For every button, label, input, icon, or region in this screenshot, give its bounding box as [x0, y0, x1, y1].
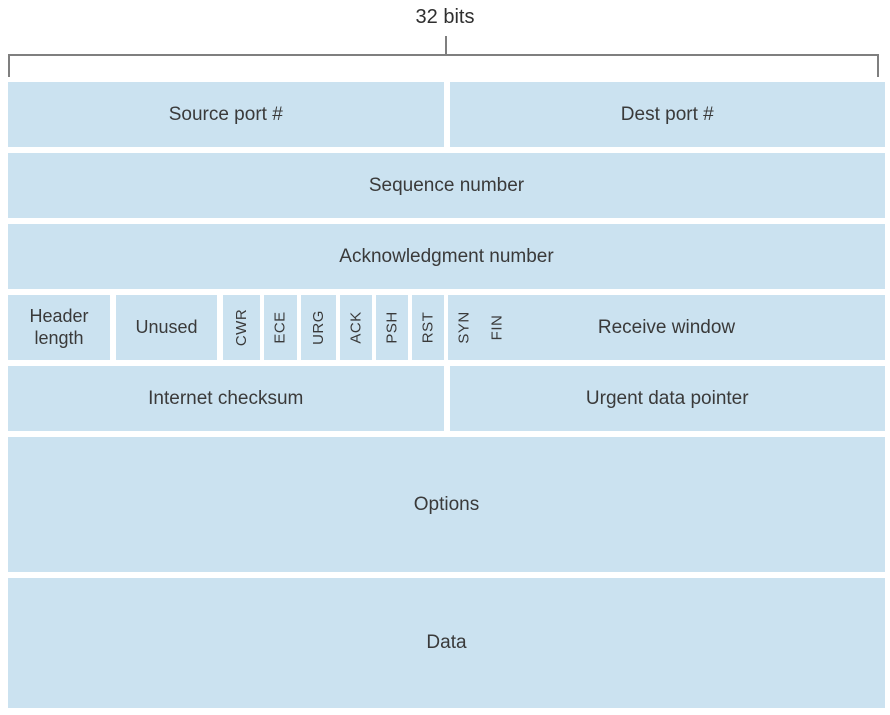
row-ack-number: Acknowledgment number [8, 224, 885, 289]
flag-cell-ack: ACK [339, 295, 372, 360]
flag-label-ack: ACK [347, 311, 365, 344]
row-flags: Header length Unused CWR ECE URG ACK PSH… [8, 295, 885, 360]
receive-window-cell: Receive window [448, 295, 885, 360]
source-port-cell: Source port # [8, 82, 444, 147]
flag-cell-urg: URG [300, 295, 336, 360]
flag-label-cwr: CWR [233, 308, 251, 347]
row-data: Data [8, 578, 885, 708]
sequence-number-cell: Sequence number [8, 153, 885, 218]
flag-label-ece: ECE [272, 311, 289, 344]
urgent-pointer-cell: Urgent data pointer [449, 366, 885, 431]
flag-label-rst: RST [419, 311, 437, 344]
bits-width-label: 32 bits [415, 6, 475, 28]
width-bracket [8, 54, 879, 77]
data-cell: Data [8, 578, 885, 708]
dest-port-cell: Dest port # [449, 82, 885, 147]
flag-cell-cwr: CWR [223, 295, 261, 360]
flag-cell-ece: ECE [264, 295, 297, 360]
flag-label-fin: FIN [488, 314, 506, 341]
ack-number-cell: Acknowledgment number [8, 224, 885, 289]
flag-cell-rst: RST [412, 295, 444, 360]
flag-bits-group: CWR ECE URG ACK PSH RST SYN FIN [223, 295, 510, 360]
options-cell: Options [8, 437, 885, 572]
segment-table: Source port # Dest port # Sequence numbe… [8, 82, 885, 708]
row-options: Options [8, 437, 885, 572]
flag-label-psh: PSH [383, 311, 401, 344]
row-ports: Source port # Dest port # [8, 82, 885, 147]
checksum-cell: Internet checksum [8, 366, 444, 431]
flag-label-urg: URG [309, 310, 327, 345]
flag-cell-psh: PSH [375, 295, 409, 360]
unused-cell: Unused [116, 295, 217, 360]
row-sequence-number: Sequence number [8, 153, 885, 218]
flag-label-syn: SYN [455, 311, 473, 344]
header-length-cell: Header length [8, 295, 110, 360]
row-checksum: Internet checksum Urgent data pointer [8, 366, 885, 431]
bracket-center-tick [445, 36, 447, 54]
